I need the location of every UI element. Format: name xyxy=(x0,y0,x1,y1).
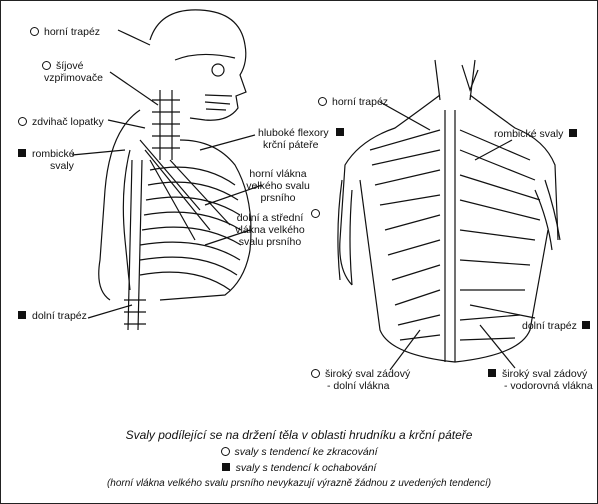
circle-marker-icon xyxy=(18,117,27,126)
label-vodorovna-vlakna: - vodorovná vlákna xyxy=(504,380,593,392)
square-marker-icon xyxy=(569,129,577,137)
label-text: zdvihač lopatky xyxy=(32,116,104,128)
label-dolni-vlakna: - dolní vlákna xyxy=(327,380,389,392)
label-line: dolní a střední xyxy=(226,212,314,224)
label-text: rombické svaly xyxy=(494,128,563,140)
label-text: horní trapéz xyxy=(332,96,388,108)
square-marker-icon xyxy=(222,463,230,471)
label-horni-trapez-left: horní trapéz xyxy=(30,26,100,38)
label-text: dolní trapéz xyxy=(32,310,87,322)
label-text: široký sval zádový xyxy=(325,368,410,380)
legend-text: svaly s tendencí ke zkracování xyxy=(235,446,378,458)
label-sijove: šíjové xyxy=(42,60,83,72)
square-marker-icon xyxy=(488,369,496,377)
label-svaly: svaly xyxy=(50,160,74,172)
label-dolni-trapez-left: dolní trapéz xyxy=(18,310,87,322)
square-marker-icon xyxy=(18,149,26,157)
circle-marker-icon xyxy=(311,369,320,378)
label-horni-trapez-right: horní trapéz xyxy=(318,96,388,108)
label-line: horní vlákna xyxy=(238,168,318,180)
label-hluboke-flexory: hluboké flexory xyxy=(258,127,350,139)
square-marker-icon xyxy=(18,311,26,319)
caption-title: Svaly podílející se na držení těla v obl… xyxy=(0,428,598,442)
circle-marker-icon xyxy=(221,447,230,456)
label-text: rombické xyxy=(32,148,75,160)
label-text: hluboké flexory xyxy=(258,127,329,139)
label-line: vlákna velkého xyxy=(226,224,314,236)
label-rombicke-left: rombické xyxy=(18,148,75,160)
label-vzprimovace: vzpřimovače xyxy=(44,72,103,84)
label-dolni-stredni: dolní a střední vlákna velkého svalu prs… xyxy=(226,212,314,248)
label-horni-vlakna: horní vlákna velkého svalu prsního xyxy=(238,168,318,204)
legend-circle: svaly s tendencí ke zkracování xyxy=(0,446,598,458)
label-line: svalu prsního xyxy=(226,236,314,248)
label-text: široký sval zádový xyxy=(502,368,587,380)
legend-square: svaly s tendencí k ochabování xyxy=(0,462,598,474)
label-rombicke-right: rombické svaly xyxy=(494,128,583,140)
label-line: prsního xyxy=(238,192,318,204)
label-zdvihac: zdvihač lopatky xyxy=(18,116,104,128)
label-dolni-trapez-right: dolní trapéz xyxy=(522,320,596,332)
label-siroky-dolni: široký sval zádový xyxy=(311,368,410,380)
label-text: šíjové xyxy=(56,60,83,72)
square-marker-icon xyxy=(582,321,590,329)
circle-marker-icon xyxy=(30,27,39,36)
label-line: velkého svalu xyxy=(238,180,318,192)
label-text: dolní trapéz xyxy=(522,320,577,332)
square-marker-icon xyxy=(336,128,344,136)
label-krcni-patere: krční páteře xyxy=(263,139,318,151)
legend-text: svaly s tendencí k ochabování xyxy=(236,462,377,474)
circle-marker-icon xyxy=(318,97,327,106)
caption-note: (horní vlákna velkého svalu prsního nevy… xyxy=(0,478,598,489)
label-text: horní trapéz xyxy=(44,26,100,38)
label-siroky-vodorovna: široký sval zádový xyxy=(488,368,587,380)
circle-marker-icon xyxy=(42,61,51,70)
